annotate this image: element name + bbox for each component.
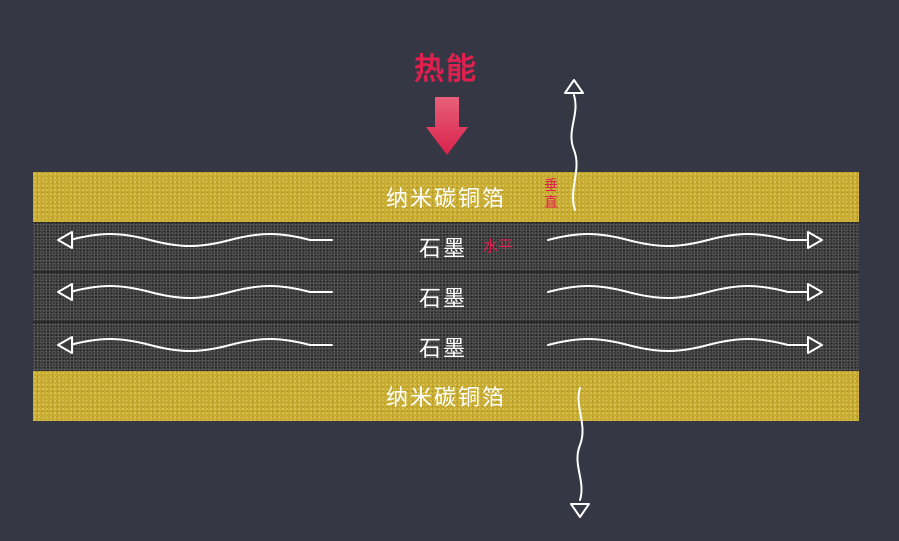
heat-down-arrow-icon [426,97,468,155]
graphite-layer-1: 石墨 [33,222,859,272]
arrowhead-right-2-icon [807,283,823,301]
top-copper-foil-layer: 纳米碳铜箔 [33,172,859,222]
wave-right-3 [547,338,811,352]
wave-left-3 [69,338,333,352]
arrowhead-left-3-icon [57,336,73,354]
horizontal-direction-tag: 水平 [483,237,514,255]
wave-right-2 [547,285,811,299]
arrowhead-left-1-icon [57,231,73,249]
vertical-up-wave [570,94,578,211]
graphite-2-label: 石墨 [418,287,467,312]
wave-left-1 [69,233,333,247]
arrowhead-right-3-icon [807,336,823,354]
graphite-layer-3: 石墨 [33,322,859,372]
arrowhead-left-2-icon [57,283,73,301]
bottom-copper-foil-layer: 纳米碳铜箔 [33,371,859,421]
vertical-direction-tag: 垂直 [544,178,558,211]
heat-energy-label: 热能 [414,52,478,87]
arrowhead-right-1-icon [807,231,823,249]
vertical-down-wave [576,387,584,501]
wave-left-2 [69,285,333,299]
top-foil-label: 纳米碳铜箔 [385,187,506,212]
graphite-1-label: 石墨 [418,237,467,262]
wave-right-1 [547,233,811,247]
bottom-foil-label: 纳米碳铜箔 [385,386,506,411]
graphite-3-label: 石墨 [418,337,467,362]
arrowhead-up-icon [564,79,584,94]
arrowhead-down-icon [570,503,590,518]
